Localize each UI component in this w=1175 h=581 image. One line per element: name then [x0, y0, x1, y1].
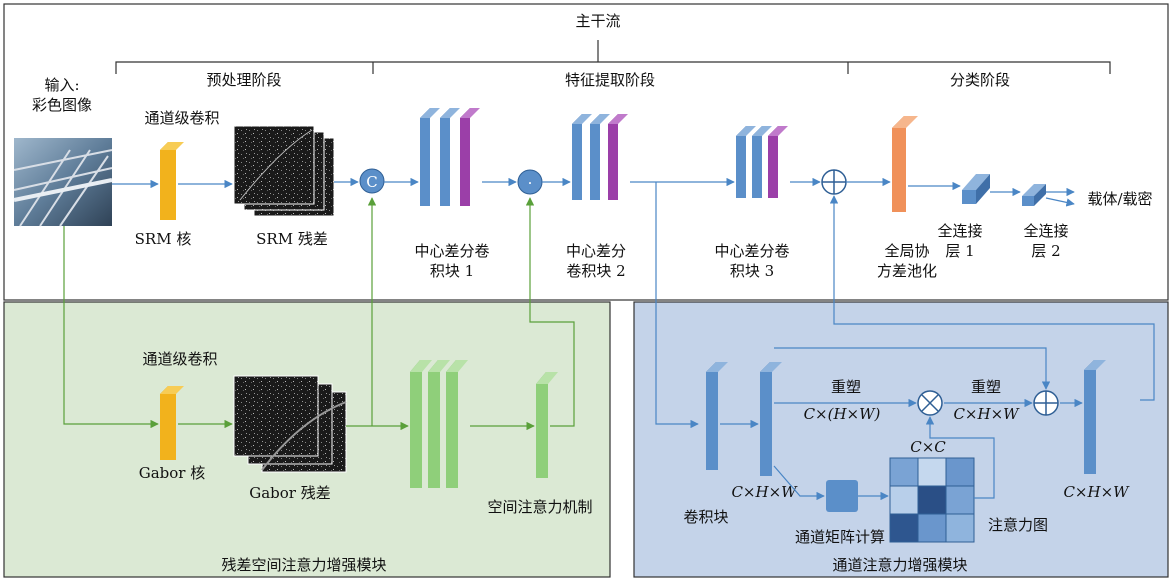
multiply-node — [917, 390, 943, 416]
cdc-block-3 — [736, 126, 788, 198]
trunk-panel — [3, 3, 1169, 301]
stage-bracket — [115, 40, 1111, 74]
dim-c-hw: C×(H×W) — [804, 405, 881, 423]
green-conv-blocks — [410, 360, 468, 488]
srm-kernel-block — [160, 142, 184, 220]
srm-kernel-label: SRM 核 — [135, 230, 192, 248]
attention-map-grid — [889, 457, 975, 543]
matrix-calc-label: 通道矩阵计算 — [795, 528, 885, 546]
attention-map-label: 注意力图 — [988, 516, 1048, 534]
stage-preprocess: 预处理阶段 — [206, 71, 281, 89]
input-label-1: 输入: — [44, 76, 79, 94]
concat-symbol: C — [366, 173, 377, 191]
gcp-label-2: 方差池化 — [877, 262, 937, 280]
gcp-label-1: 全局协 — [884, 242, 929, 260]
fc2-block — [1022, 184, 1046, 206]
cdc3-label-1: 中心差分卷 — [714, 242, 789, 260]
matrix-calc-block — [826, 480, 858, 512]
gabor-kernel-block — [160, 386, 184, 460]
fc1-block — [962, 174, 990, 204]
srm-residual-stack — [233, 125, 335, 217]
output-label: 载体/载密 — [1087, 190, 1152, 208]
stage-classify: 分类阶段 — [950, 71, 1010, 89]
stage-feature: 特征提取阶段 — [565, 71, 655, 89]
spatial-attention-block — [536, 372, 558, 478]
cdc2-label-2: 卷积块 2 — [566, 262, 625, 280]
channel-feature-block — [760, 362, 782, 476]
cdc1-label-2: 积块 1 — [430, 262, 474, 280]
res-conv-label: 通道级卷积 — [142, 350, 217, 368]
dim-chw-1: C×H×W — [731, 483, 798, 501]
input-image — [13, 138, 113, 227]
top-conv-label: 通道级卷积 — [144, 109, 219, 127]
cdc3-label-2: 积块 3 — [730, 262, 774, 280]
trunk-title: 主干流 — [575, 12, 620, 30]
srm-residual-label: SRM 残差 — [256, 230, 328, 248]
cdc-block-1 — [420, 108, 480, 206]
dot-symbol: · — [528, 174, 533, 192]
input-label-2: 彩色图像 — [32, 96, 92, 114]
concat-node — [359, 168, 385, 194]
gcp-block — [892, 116, 918, 212]
add-node-trunk — [821, 169, 847, 195]
reshape-2-label: 重塑 — [971, 378, 1001, 396]
cdc-block-2 — [572, 114, 628, 200]
gabor-residual-label: Gabor 残差 — [249, 484, 331, 502]
cdc1-label-1: 中心差分卷 — [414, 242, 489, 260]
cdc2-label-1: 中心差分 — [566, 242, 626, 260]
add-node-channel — [1033, 390, 1059, 416]
reshape-1-label: 重塑 — [831, 378, 861, 396]
channel-conv-block — [706, 362, 728, 470]
gabor-kernel-label: Gabor 核 — [139, 464, 206, 482]
fc1-label-2: 层 1 — [945, 242, 974, 260]
channel-module-title: 通道注意力增强模块 — [832, 556, 967, 574]
gabor-residual-stack — [233, 375, 347, 473]
fc2-label-2: 层 2 — [1031, 242, 1060, 260]
channel-arrows — [720, 347, 1083, 501]
fc2-label-1: 全连接 — [1023, 222, 1068, 240]
trunk-arrows — [112, 177, 1155, 429]
dim-cc: C×C — [910, 438, 946, 456]
channel-output-block — [1084, 360, 1106, 474]
fc1-label-1: 全连接 — [937, 222, 982, 240]
residual-arrows — [63, 197, 575, 431]
dim-chw-3: C×H×W — [1063, 483, 1130, 501]
dim-chw-2: C×H×W — [953, 405, 1020, 423]
conv-block-label: 卷积块 — [683, 508, 728, 526]
spatial-attention-label: 空间注意力机制 — [487, 498, 592, 516]
residual-module-title: 残差空间注意力增强模块 — [221, 556, 386, 574]
